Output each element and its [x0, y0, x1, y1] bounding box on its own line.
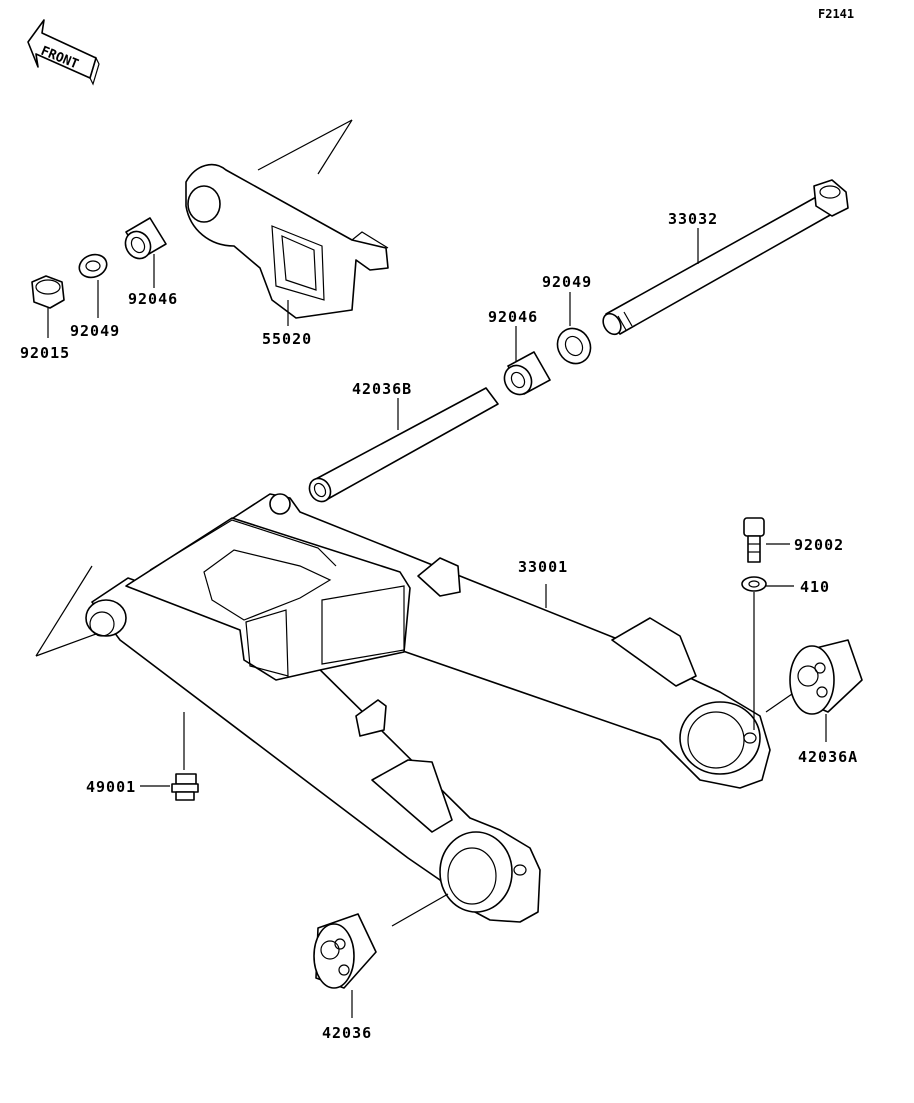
label-42036: 42036 [322, 1024, 372, 1042]
label-42036B: 42036B [352, 380, 412, 398]
pivot-shaft-33032 [602, 179, 849, 336]
sleeve-42036B [308, 387, 499, 503]
label-92046-left: 92046 [128, 290, 178, 308]
front-arrow-icon: FRONT [27, 19, 100, 86]
grease-nipple-49001 [140, 712, 199, 801]
bearing-92046-left [124, 217, 167, 288]
label-92049-left: 92049 [70, 322, 120, 340]
bolt-92002 [743, 517, 790, 563]
rocker-arm-55020 [185, 119, 389, 326]
label-92049-right: 92049 [542, 273, 592, 291]
label-49001: 49001 [86, 778, 136, 796]
eccentric-42036 [313, 893, 449, 1018]
label-92046-right: 92046 [488, 308, 538, 326]
washer-92049-right [556, 292, 592, 365]
figure-code: F2141 [818, 7, 854, 21]
nut-92015 [31, 275, 65, 338]
washer-92049-left [78, 253, 108, 318]
bearing-92046-right [503, 326, 551, 396]
label-92002: 92002 [794, 536, 844, 554]
label-410: 410 [800, 578, 830, 596]
label-33032: 33032 [668, 210, 718, 228]
eccentric-42036A [765, 639, 863, 742]
label-42036A: 42036A [798, 748, 858, 766]
swingarm-33001 [35, 493, 771, 923]
label-55020: 55020 [262, 330, 312, 348]
label-92015: 92015 [20, 344, 70, 362]
washer-410 [741, 576, 794, 730]
label-33001: 33001 [518, 558, 568, 576]
